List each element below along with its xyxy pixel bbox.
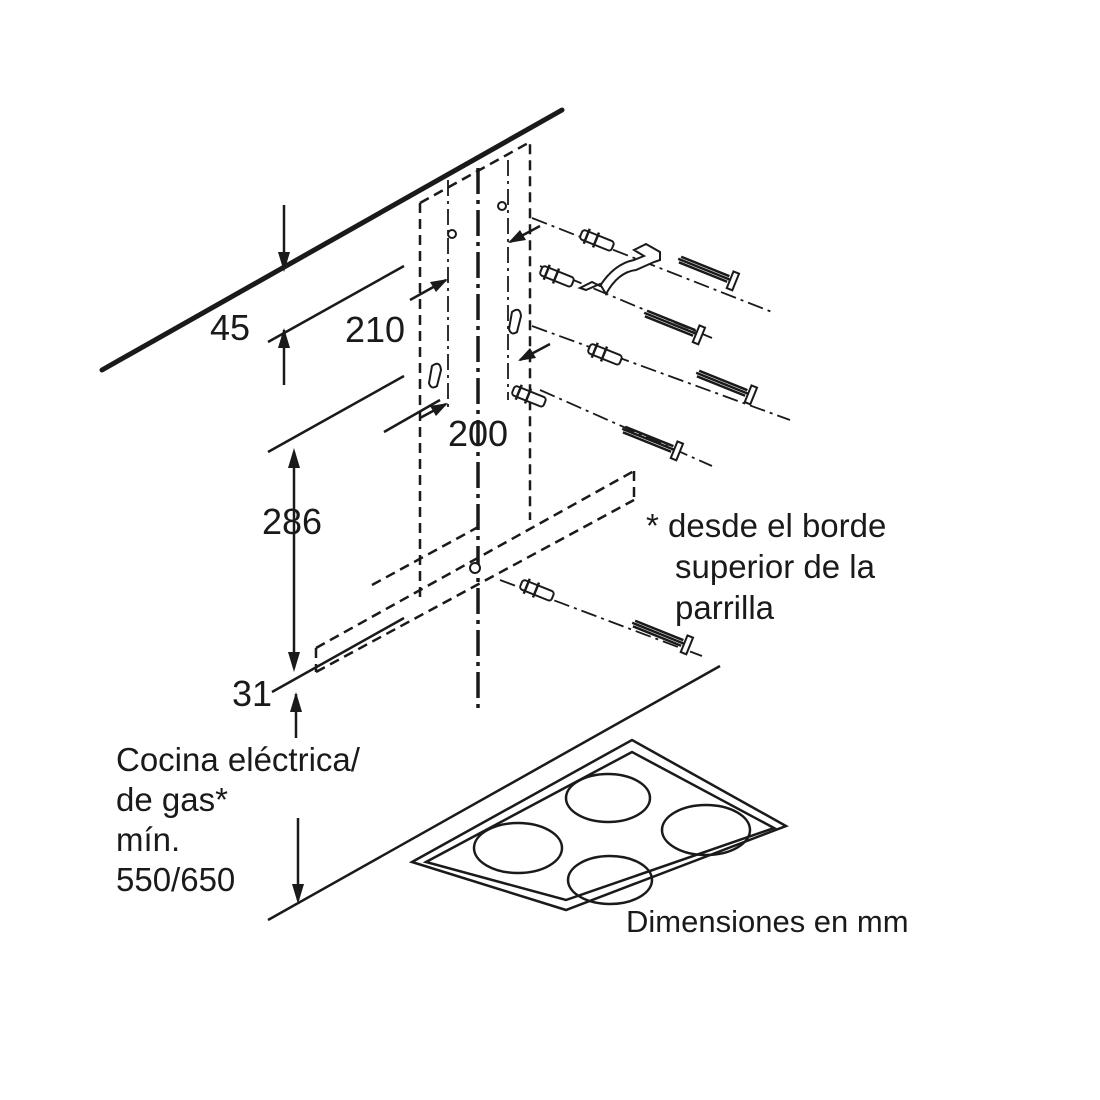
- cooktop-label-line-1: Cocina eléctrica/: [116, 741, 360, 778]
- cooktop-clearance-label: Cocina eléctrica/ de gas* mín. 550/650: [116, 740, 360, 900]
- centre-lines: [447, 160, 509, 712]
- wall-plugs: [511, 228, 623, 602]
- ceiling-line: [99, 107, 565, 373]
- dimension-hole-spacing-vertical: 210: [345, 309, 406, 350]
- cooktop-label-line-3: mín.: [116, 821, 181, 858]
- units-label: Dimensiones en mm: [626, 904, 909, 939]
- cooktop-label-line-4: 550/650: [116, 861, 236, 898]
- note-line-2: superior de la: [675, 548, 875, 585]
- dimension-mount-height: 286: [262, 501, 323, 542]
- cooktop: [408, 738, 789, 912]
- dimension-arrows: [278, 205, 551, 904]
- cooktop-label-line-2: de gas*: [116, 781, 228, 818]
- dimension-top-offset: 45: [210, 307, 251, 348]
- grate-edge-note: * desde el borde superior de la parrilla: [646, 505, 886, 628]
- note-line-1: * desde el borde: [646, 507, 887, 544]
- reference-lines: [267, 264, 721, 922]
- note-line-3: parrilla: [675, 589, 775, 626]
- mounting-bracket: [577, 242, 661, 297]
- screws: [621, 255, 759, 656]
- dimension-bottom-offset: 31: [232, 673, 273, 714]
- mounting-holes: [427, 201, 523, 574]
- dimension-hole-spacing-horizontal: 200: [448, 413, 509, 454]
